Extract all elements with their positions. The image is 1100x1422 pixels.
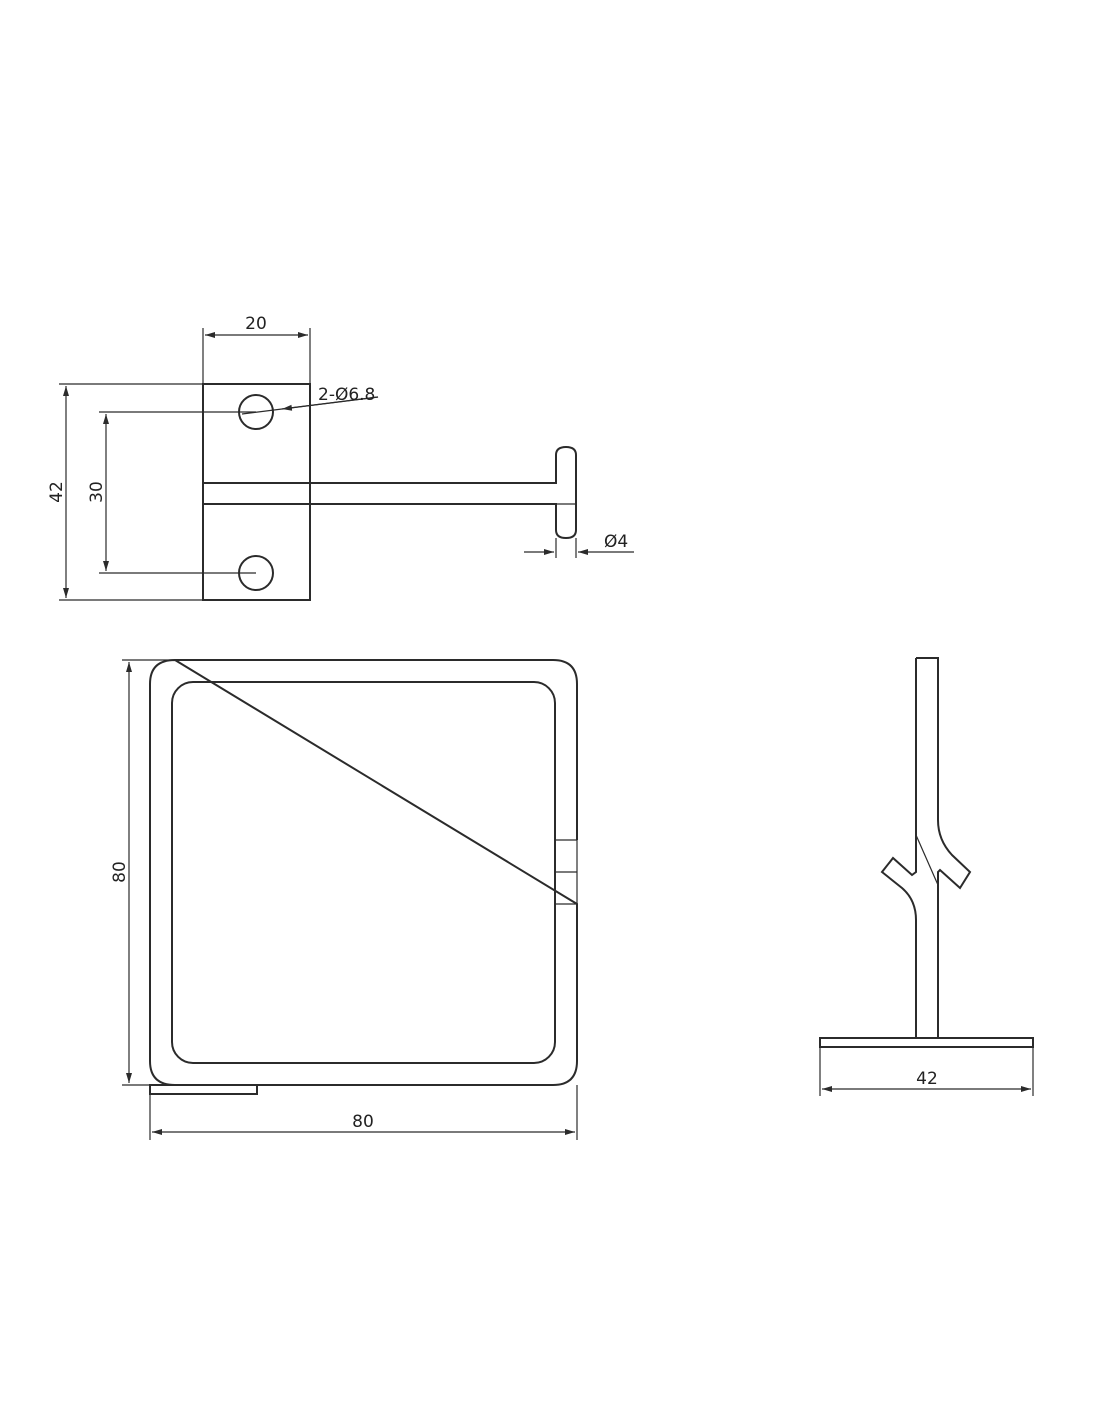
dim-holes-label: 2-Ø6.8 [318, 385, 375, 405]
mounting-plate [202, 383, 311, 601]
dim-side-base-42: 42 [819, 1047, 1034, 1096]
dim-height-label: 42 [47, 481, 67, 503]
dim-height-42: 42 [47, 383, 203, 601]
dim-front-width-label: 80 [352, 1112, 374, 1132]
dim-front-height-80: 80 [110, 659, 175, 1086]
dim-width-20: 20 [202, 314, 311, 384]
dim-spacing-30: 30 [87, 411, 256, 574]
front-view: 80 80 [110, 658, 578, 1140]
dim-hole-leader: 2-Ø6.8 [241, 385, 379, 415]
dim-width-label: 20 [245, 314, 267, 334]
side-view: 42 [819, 657, 1034, 1096]
dim-rod-label: Ø4 [604, 532, 628, 552]
ring-outer [149, 658, 578, 1086]
side-post-divider [915, 834, 939, 886]
dim-rod-diameter: Ø4 [524, 532, 634, 558]
dim-spacing-label: 30 [87, 481, 107, 503]
side-base-plate [819, 1037, 1034, 1048]
dim-side-base-label: 42 [916, 1069, 938, 1089]
side-post [880, 657, 972, 1038]
base-plate-edge [149, 1084, 258, 1095]
top-view: 20 2-Ø6.8 42 30 Ø4 [47, 314, 634, 601]
ring-inner [171, 681, 556, 1064]
support-rod [203, 445, 577, 540]
ring-joint [555, 839, 578, 905]
dim-front-height-label: 80 [110, 861, 130, 883]
dim-front-width-80: 80 [149, 1085, 578, 1140]
